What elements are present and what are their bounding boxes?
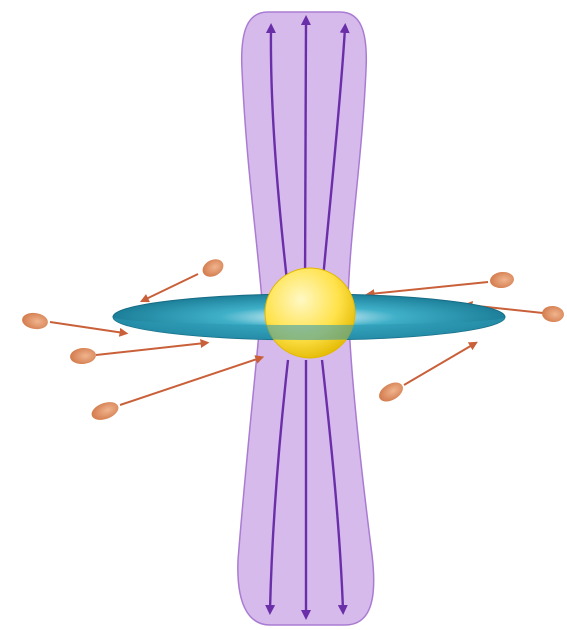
infalling-clump bbox=[541, 305, 564, 323]
infalling-clump bbox=[200, 256, 227, 280]
central-star bbox=[265, 268, 355, 358]
infalling-clump bbox=[69, 347, 96, 365]
infalling-clump bbox=[89, 399, 121, 424]
upper-jet-arrow-center bbox=[305, 20, 306, 290]
infall-arrow-lower-right bbox=[404, 344, 474, 385]
infall-arrow-upper-left bbox=[144, 274, 198, 300]
infall-arrow-upper-right bbox=[370, 282, 488, 294]
infalling-clump bbox=[376, 379, 407, 406]
infall-arrow-left-2 bbox=[96, 343, 205, 355]
infall-arrow-left-1 bbox=[50, 322, 124, 333]
infalling-clump bbox=[489, 271, 515, 289]
infall-arrow-lower-left bbox=[120, 358, 260, 405]
infalling-clump bbox=[21, 311, 49, 330]
